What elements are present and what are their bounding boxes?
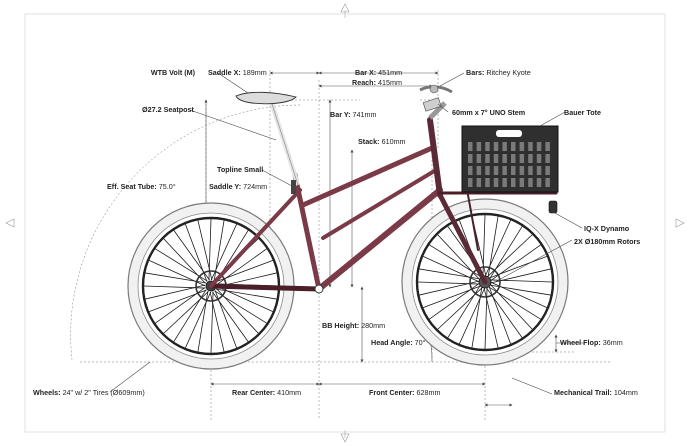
saddle	[235, 91, 297, 105]
dynamo-light	[548, 200, 558, 214]
seatpost-and-saddle	[235, 91, 301, 194]
label-trail: Mechanical Trail: 104mm	[554, 388, 638, 397]
label-bar-x: Bar X: 451mm	[355, 68, 402, 77]
crate-slots	[468, 142, 550, 187]
label-rear-center: Rear Center: 410mm	[232, 388, 301, 397]
label-seatpost: Ø27.2 Seatpost	[142, 105, 195, 114]
label-rotors: 2X Ø180mm Rotors	[574, 237, 640, 246]
bauer-tote-crate	[461, 125, 559, 193]
label-bars: Bars: Ritchey Kyote	[466, 68, 531, 77]
label-front-center: Front Center: 628mm	[369, 388, 441, 397]
callout-labels: WTB Volt (M) Saddle X: 189mm Bar X: 451m…	[33, 68, 640, 397]
label-stack: Stack: 610mm	[358, 137, 406, 146]
dropper-lever	[291, 180, 296, 194]
label-dynamo: IQ-X Dynamo	[584, 224, 630, 233]
label-reach: Reach: 415mm	[352, 78, 402, 87]
front-wheel-spokes	[417, 214, 553, 350]
label-wheel-flop: Wheel Flop: 36mm	[560, 338, 623, 347]
bike-frame	[208, 117, 558, 294]
front-brake-rotor	[469, 266, 501, 298]
label-saddle-y: Saddle Y: 724mm	[209, 182, 267, 191]
drawing-frame	[5, 3, 685, 443]
label-bar-y: Bar Y: 741mm	[330, 110, 376, 119]
label-seat-tube: Eff. Seat Tube: 75.0°	[107, 182, 176, 191]
cockpit	[419, 84, 453, 120]
label-topline: Topline Small	[217, 165, 263, 174]
label-head-angle: Head Angle: 70°	[371, 338, 426, 347]
label-wheels: Wheels: 24" w/ 2" Tires (Ø609mm)	[33, 388, 145, 397]
leader-lines	[109, 72, 585, 395]
label-stem: 60mm x 7° UNO Stem	[452, 108, 525, 117]
label-saddle: WTB Volt (M)	[151, 68, 196, 77]
label-saddle-x: Saddle X: 189mm	[208, 68, 267, 77]
label-bb-height: BB Height: 280mm	[322, 321, 385, 330]
label-tote: Bauer Tote	[564, 108, 601, 117]
